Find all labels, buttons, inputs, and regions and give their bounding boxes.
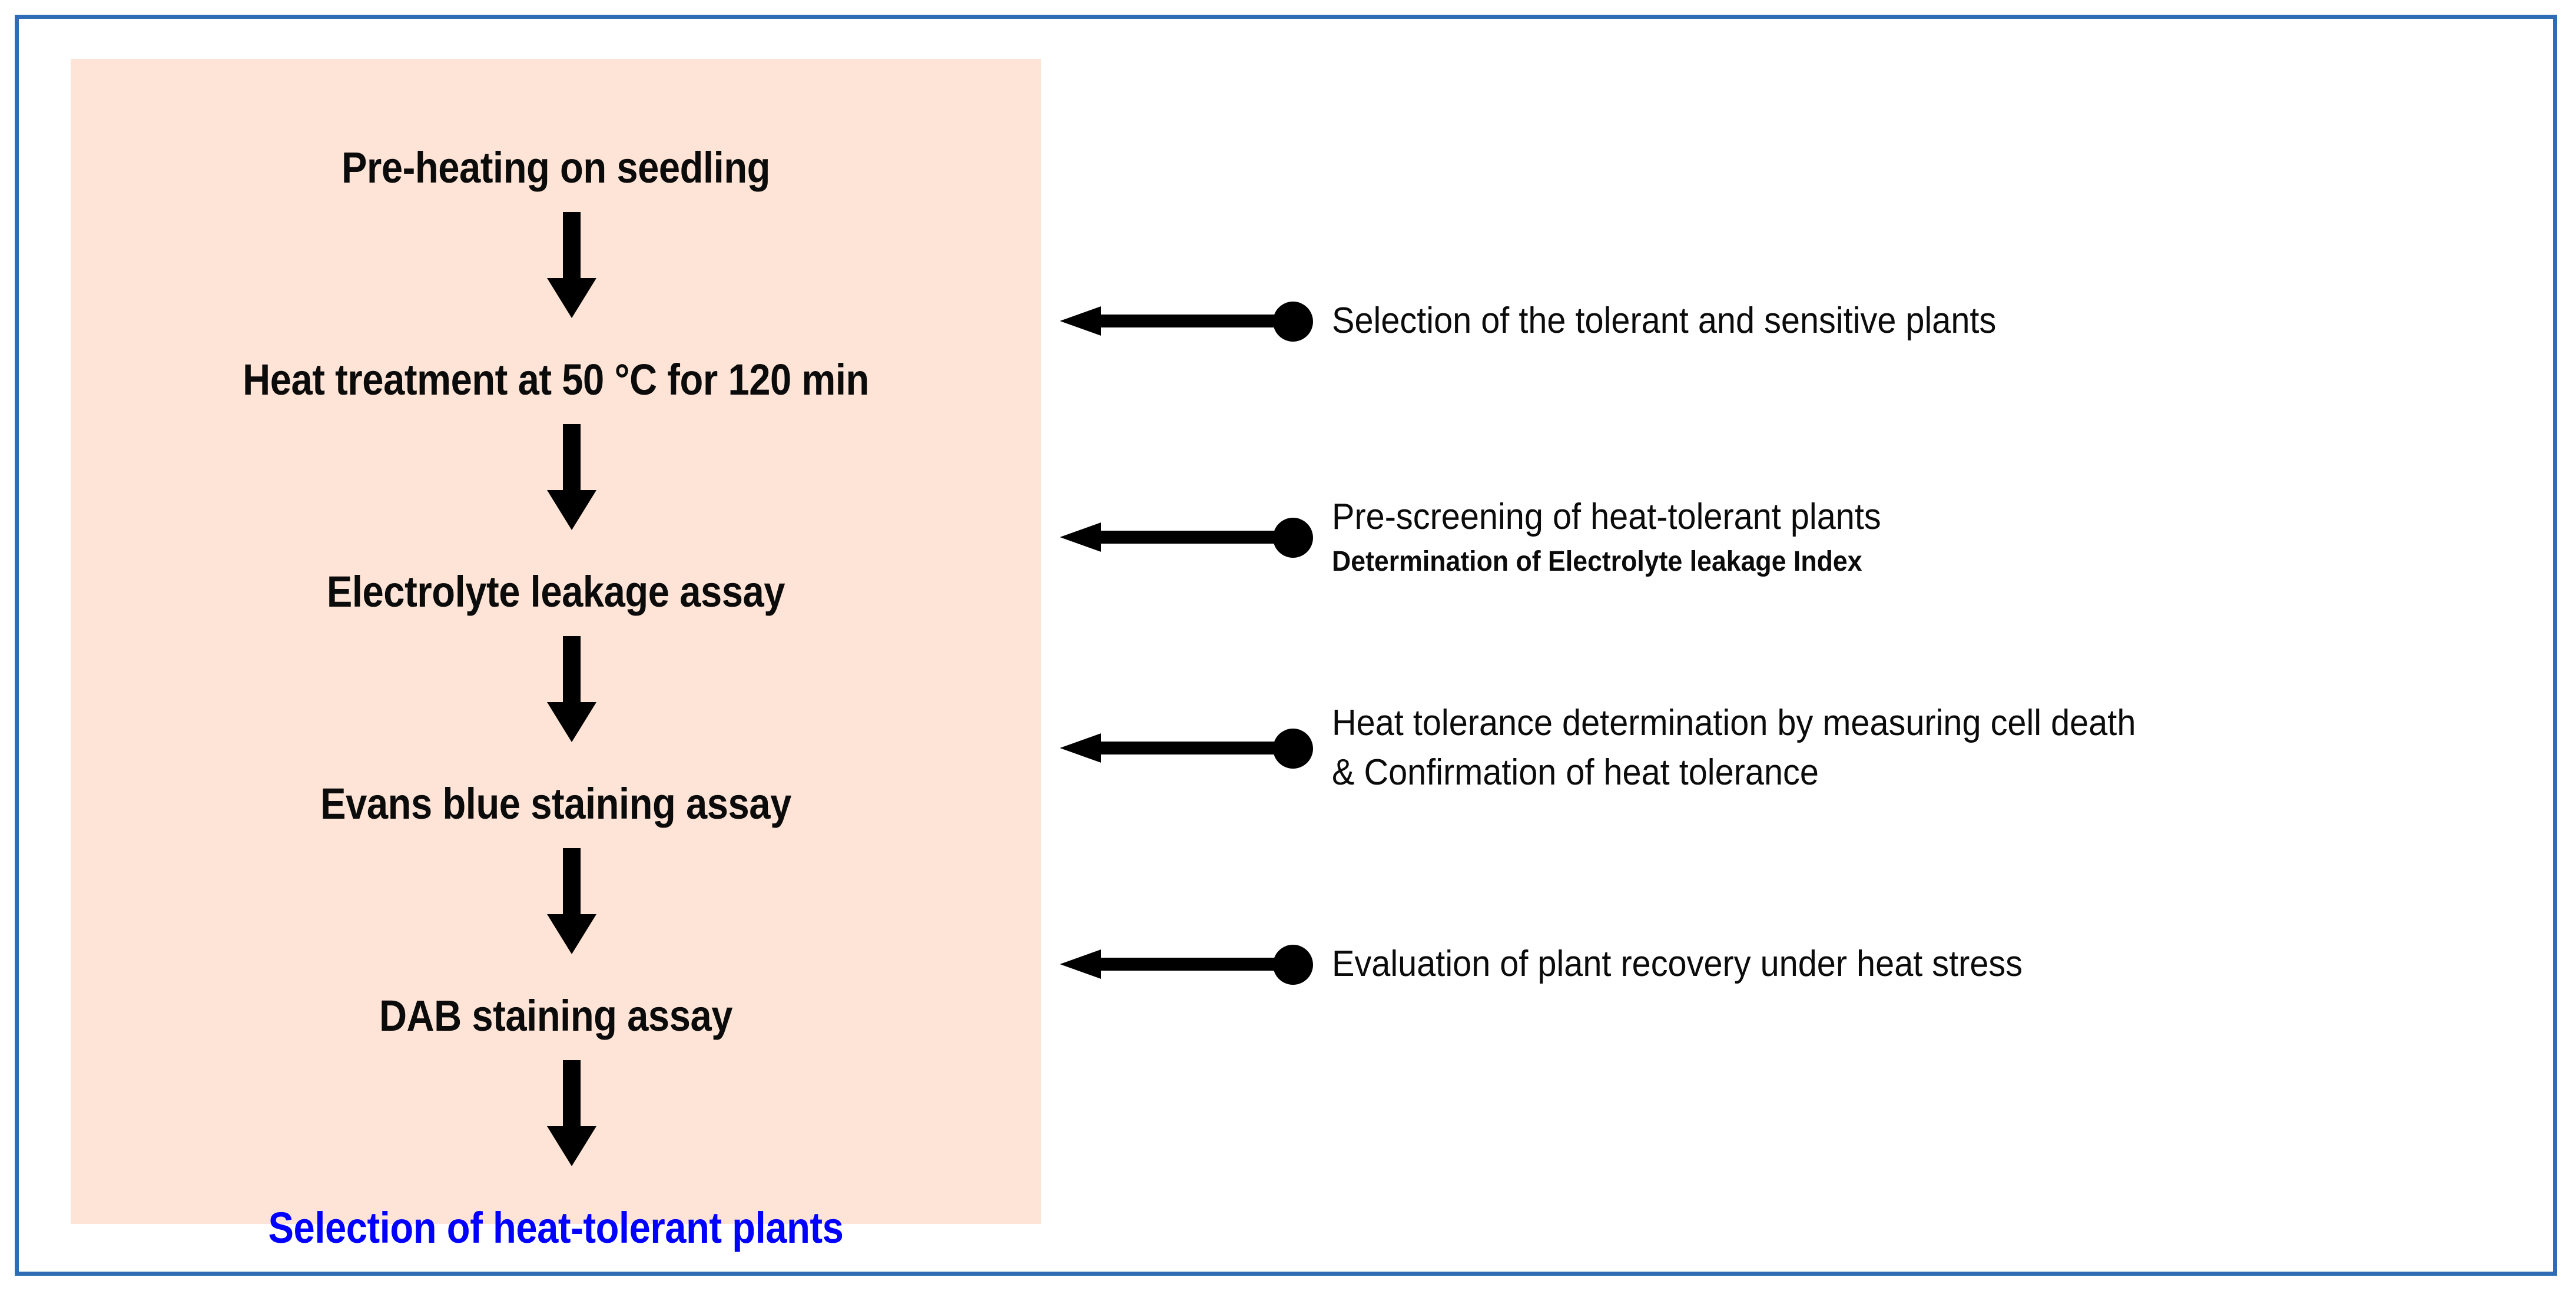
- flow-step-electrolyte-leakage-assay: Electrolyte leakage assay: [326, 567, 785, 616]
- arrow-shaft: [1098, 315, 1292, 327]
- arrow-head-icon: [1060, 522, 1101, 552]
- annotation-row-3: Heat tolerance determination by measurin…: [1060, 699, 2196, 797]
- flow-step-pre-heating: Pre-heating on seedling: [341, 143, 771, 192]
- bullet-dot-icon: [1273, 945, 1313, 985]
- annotation-line: & Confirmation of heat tolerance: [1332, 752, 1819, 793]
- pointer-arrow-4: [1060, 938, 1313, 991]
- pointer-arrow-1: [1060, 294, 1313, 348]
- annotation-text-3: Heat tolerance determination by measurin…: [1332, 699, 2196, 797]
- annotation-row-1: Selection of the tolerant and sensitive …: [1060, 294, 2046, 348]
- annotation-text-1: Selection of the tolerant and sensitive …: [1332, 296, 2046, 346]
- bullet-dot-icon: [1273, 302, 1313, 342]
- arrow-shaft: [1098, 958, 1292, 971]
- annotation-line: Heat tolerance determination by measurin…: [1332, 703, 2136, 743]
- arrow-shaft: [1098, 531, 1292, 544]
- arrow-head-icon: [1060, 306, 1101, 336]
- bullet-dot-icon: [1273, 518, 1313, 558]
- pointer-arrow-2: [1060, 511, 1313, 564]
- flow-step-selection-of-heat-tolerant-plants: Selection of heat-tolerant plants: [268, 1203, 844, 1252]
- arrow-head-icon: [1060, 733, 1101, 763]
- flow-step-dab-staining-assay: DAB staining assay: [379, 991, 733, 1040]
- annotation-line-sub: Determination of Electrolyte leakage Ind…: [1332, 546, 1862, 577]
- flow-step-evans-blue-staining-assay: Evans blue staining assay: [320, 779, 791, 828]
- bullet-dot-icon: [1273, 729, 1313, 769]
- annotation-line: Selection of the tolerant and sensitive …: [1332, 300, 1997, 341]
- annotation-text-4: Evaluation of plant recovery under heat …: [1332, 939, 2074, 989]
- annotation-line: Evaluation of plant recovery under heat …: [1332, 944, 2023, 984]
- pointer-arrow-3: [1060, 722, 1313, 775]
- figure-border: [15, 15, 2557, 1276]
- arrow-shaft: [1098, 742, 1292, 754]
- annotation-row-2: Pre-screening of heat-tolerant plants De…: [1060, 492, 1922, 582]
- annotation-row-4: Evaluation of plant recovery under heat …: [1060, 938, 2074, 991]
- flowchart-panel: Pre-heating on seedling Heat treatment a…: [71, 59, 1041, 1250]
- arrow-head-icon: [1060, 949, 1101, 979]
- annotation-line: Pre-screening of heat-tolerant plants: [1332, 497, 1881, 537]
- flow-step-heat-treatment: Heat treatment at 50 °C for 120 min: [243, 355, 869, 404]
- annotation-text-2: Pre-screening of heat-tolerant plants De…: [1332, 492, 1922, 582]
